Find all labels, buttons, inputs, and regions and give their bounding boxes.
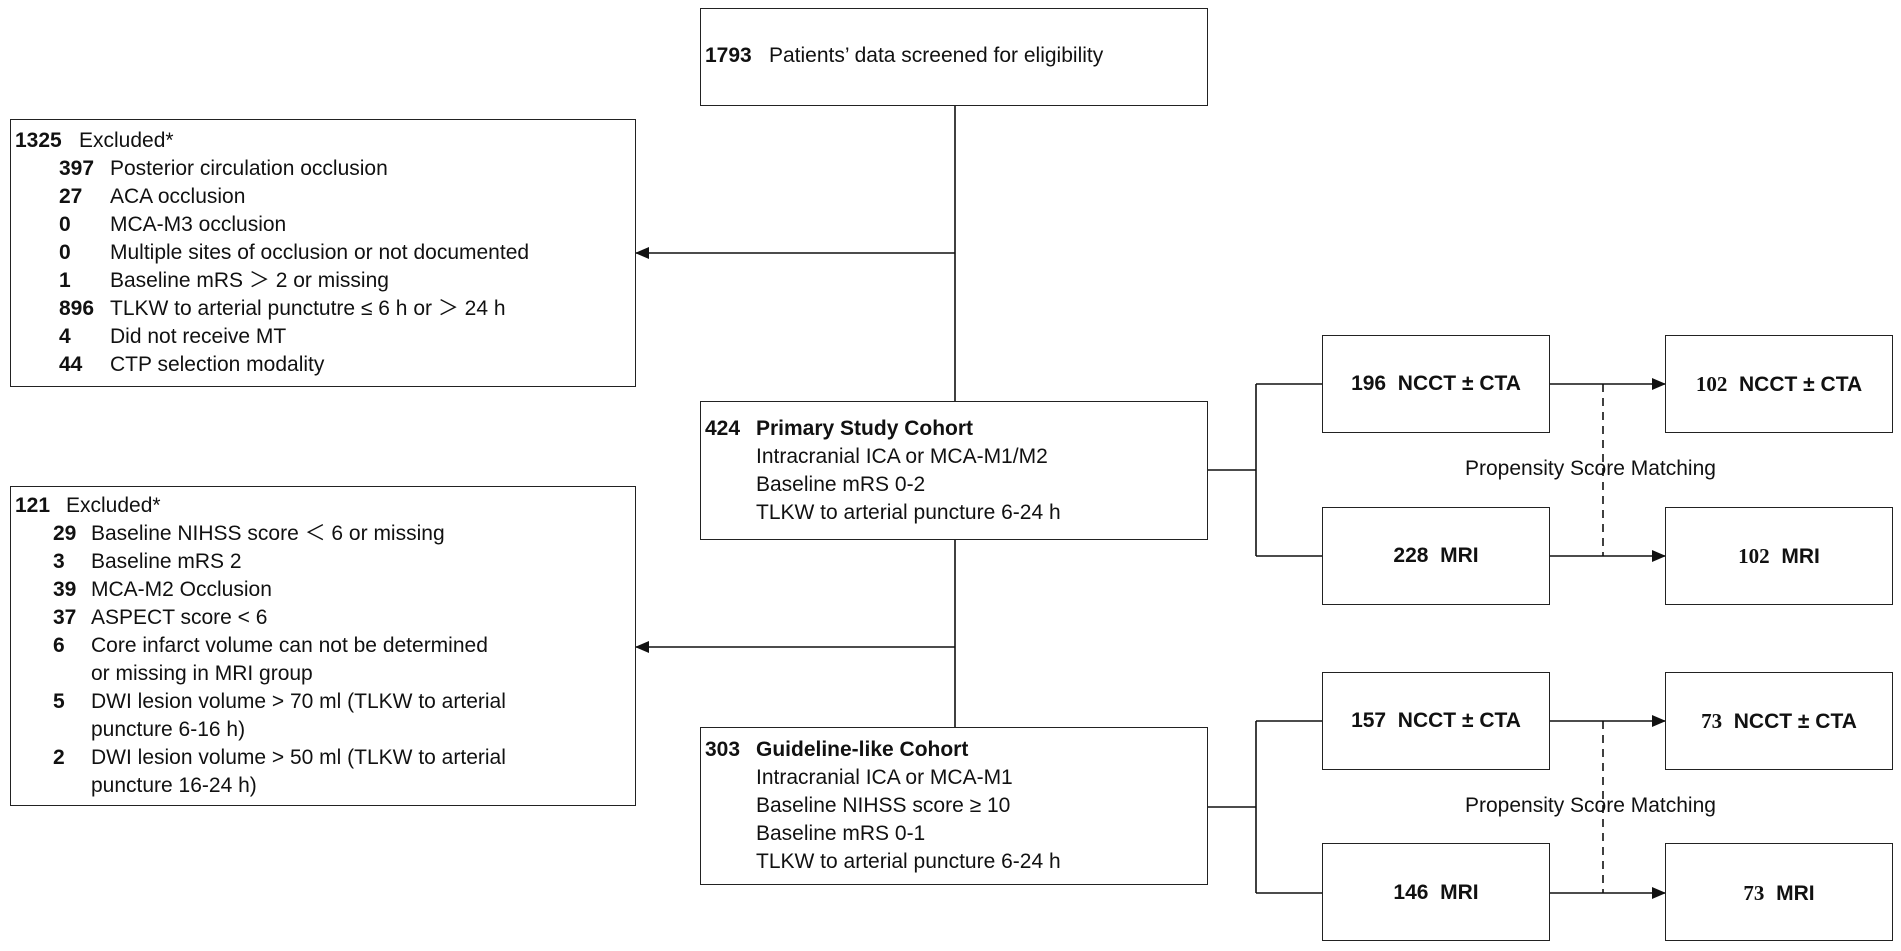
screened-count: 1793 — [705, 44, 752, 67]
exclusion-item: 5 DWI lesion volume > 70 ml (TLKW to arte… — [11, 688, 635, 716]
exclusion-item: 44 CTP selection modality — [11, 351, 635, 379]
exclusion-item: 0 Multiple sites of occlusion or not docu… — [11, 239, 635, 267]
exclusion-reason: Posterior circulation occlusion — [110, 157, 388, 180]
guideline-ncct-label: NCCT ± CTA — [1397, 709, 1521, 732]
exclusion-item: 896 TLKW to arterial punctutre ≤ 6 h or ＞… — [11, 295, 635, 323]
exclusion-reason: Baseline mRS ＞ 2 or missing — [110, 269, 389, 292]
excluded1-label: Excluded* — [79, 129, 174, 152]
exclusion-count: 29 — [53, 522, 77, 545]
primary-cohort-box: 424 Primary Study Cohort Intracranial IC… — [700, 401, 1208, 540]
excluded2-box: 121 Excluded* 29 Baseline NIHSS score ＜ 6… — [10, 486, 636, 806]
exclusion-reason-continued: or missing in MRI group — [91, 662, 313, 685]
screened-label: Patients’ data screened for eligibility — [769, 44, 1104, 67]
guideline-psm-label: Propensity Score Matching — [1465, 794, 1716, 817]
guideline-ncct-box: 157 NCCT ± CTA — [1322, 672, 1550, 770]
guideline-title: Guideline-like Cohort — [756, 738, 969, 761]
primary-count: 424 — [705, 417, 741, 440]
exclusion-count: 896 — [59, 297, 95, 320]
exclusion-count: 1 — [59, 269, 71, 292]
exclusion-item: 397 Posterior circulation occlusion — [11, 155, 635, 183]
primary-line: Intracranial ICA or MCA-M1/M2 — [756, 445, 1048, 468]
guideline-mri-box: 146 MRI — [1322, 843, 1550, 941]
exclusion-reason: Baseline mRS 2 — [91, 550, 242, 573]
exclusion-item: 27 ACA occlusion — [11, 183, 635, 211]
excluded1-count: 1325 — [15, 129, 62, 152]
guideline-line: Intracranial ICA or MCA-M1 — [756, 766, 1013, 789]
primary-ncct-box: 196 NCCT ± CTA — [1322, 335, 1550, 433]
exclusion-item: 0 MCA-M3 occlusion — [11, 211, 635, 239]
primary-mri-label: MRI — [1440, 544, 1479, 567]
exclusion-reason: Core infarct volume can not be determine… — [91, 634, 488, 657]
exclusion-count: 5 — [53, 690, 65, 713]
exclusion-count: 39 — [53, 578, 77, 601]
exclusion-reason: MCA-M2 Occlusion — [91, 578, 272, 601]
primary-mri-matched-count: 102 — [1738, 544, 1770, 568]
primary-ncct-label: NCCT ± CTA — [1397, 372, 1521, 395]
excluded1-box: 1325 Excluded* 397 Posterior circulation … — [10, 119, 636, 387]
exclusion-reason: Did not receive MT — [110, 325, 287, 348]
exclusion-reason-continued: puncture 16-24 h) — [91, 774, 257, 797]
exclusion-count: 4 — [59, 325, 71, 348]
exclusion-item: 6 Core infarct volume can not be determin… — [11, 632, 635, 660]
exclusion-item: 1 Baseline mRS ＞ 2 or missing — [11, 267, 635, 295]
exclusion-reason: MCA-M3 occlusion — [110, 213, 287, 236]
exclusion-reason-continued: puncture 6-16 h) — [91, 718, 246, 741]
guideline-mri-count: 146 — [1393, 881, 1429, 904]
exclusion-count: 2 — [53, 746, 65, 769]
guideline-count: 303 — [705, 738, 741, 761]
exclusion-reason: DWI lesion volume > 70 ml (TLKW to arter… — [91, 690, 506, 713]
guideline-ncct-count: 157 — [1351, 709, 1387, 732]
exclusion-reason: ACA occlusion — [110, 185, 246, 208]
guideline-ncct-matched-box: 73 NCCT ± CTA — [1665, 672, 1893, 770]
guideline-mri-label: MRI — [1440, 881, 1479, 904]
guideline-mri-matched-label: MRI — [1776, 882, 1815, 905]
exclusion-item: 29 Baseline NIHSS score ＜ 6 or missing — [11, 520, 635, 548]
primary-ncct-matched-count: 102 — [1695, 372, 1728, 396]
exclusion-count: 37 — [53, 606, 77, 629]
exclusion-reason: DWI lesion volume > 50 ml (TLKW to arter… — [91, 746, 506, 769]
exclusion-count: 3 — [53, 550, 65, 573]
guideline-ncct-matched-label: NCCT ± CTA — [1733, 710, 1857, 733]
primary-mri-matched-label: MRI — [1781, 545, 1820, 568]
excluded2-count: 121 — [15, 494, 51, 517]
exclusion-count: 6 — [53, 634, 65, 657]
primary-ncct-count: 196 — [1351, 372, 1387, 395]
primary-mri-box: 228 MRI — [1322, 507, 1550, 605]
guideline-cohort-box: 303 Guideline-like Cohort Intracranial I… — [700, 727, 1208, 885]
excluded2-label: Excluded* — [66, 494, 161, 517]
guideline-line: Baseline NIHSS score ≥ 10 — [756, 794, 1011, 817]
guideline-line: Baseline mRS 0-1 — [756, 822, 926, 845]
exclusion-item: 37 ASPECT score < 6 — [11, 604, 635, 632]
primary-ncct-matched-box: 102 NCCT ± CTA — [1665, 335, 1893, 433]
exclusion-item: 39 MCA-M2 Occlusion — [11, 576, 635, 604]
primary-psm-label: Propensity Score Matching — [1465, 457, 1716, 480]
exclusion-item: 2 DWI lesion volume > 50 ml (TLKW to arte… — [11, 744, 635, 772]
primary-mri-count: 228 — [1393, 544, 1429, 567]
exclusion-count: 0 — [59, 213, 71, 236]
exclusion-reason: Baseline NIHSS score ＜ 6 or missing — [91, 522, 445, 545]
screened-box: 1793 Patients’ data screened for eligibi… — [700, 8, 1208, 106]
exclusion-item: 3 Baseline mRS 2 — [11, 548, 635, 576]
primary-line: TLKW to arterial puncture 6-24 h — [756, 501, 1061, 524]
guideline-mri-matched-box: 73 MRI — [1665, 843, 1893, 941]
exclusion-count: 397 — [59, 157, 95, 180]
primary-title: Primary Study Cohort — [756, 417, 974, 440]
exclusion-item: 4 Did not receive MT — [11, 323, 635, 351]
primary-ncct-matched-label: NCCT ± CTA — [1739, 373, 1863, 396]
exclusion-reason: CTP selection modality — [110, 353, 325, 376]
primary-line: Baseline mRS 0-2 — [756, 473, 926, 496]
guideline-ncct-matched-count: 73 — [1701, 709, 1723, 733]
primary-mri-matched-box: 102 MRI — [1665, 507, 1893, 605]
exclusion-reason: Multiple sites of occlusion or not docum… — [110, 241, 530, 264]
exclusion-count: 44 — [59, 353, 83, 376]
exclusion-reason: TLKW to arterial punctutre ≤ 6 h or ＞ 24… — [110, 297, 506, 320]
guideline-mri-matched-count: 73 — [1743, 881, 1765, 905]
exclusion-count: 27 — [59, 185, 83, 208]
exclusion-reason: ASPECT score < 6 — [91, 606, 268, 629]
exclusion-count: 0 — [59, 241, 71, 264]
guideline-line: TLKW to arterial puncture 6-24 h — [756, 850, 1061, 873]
